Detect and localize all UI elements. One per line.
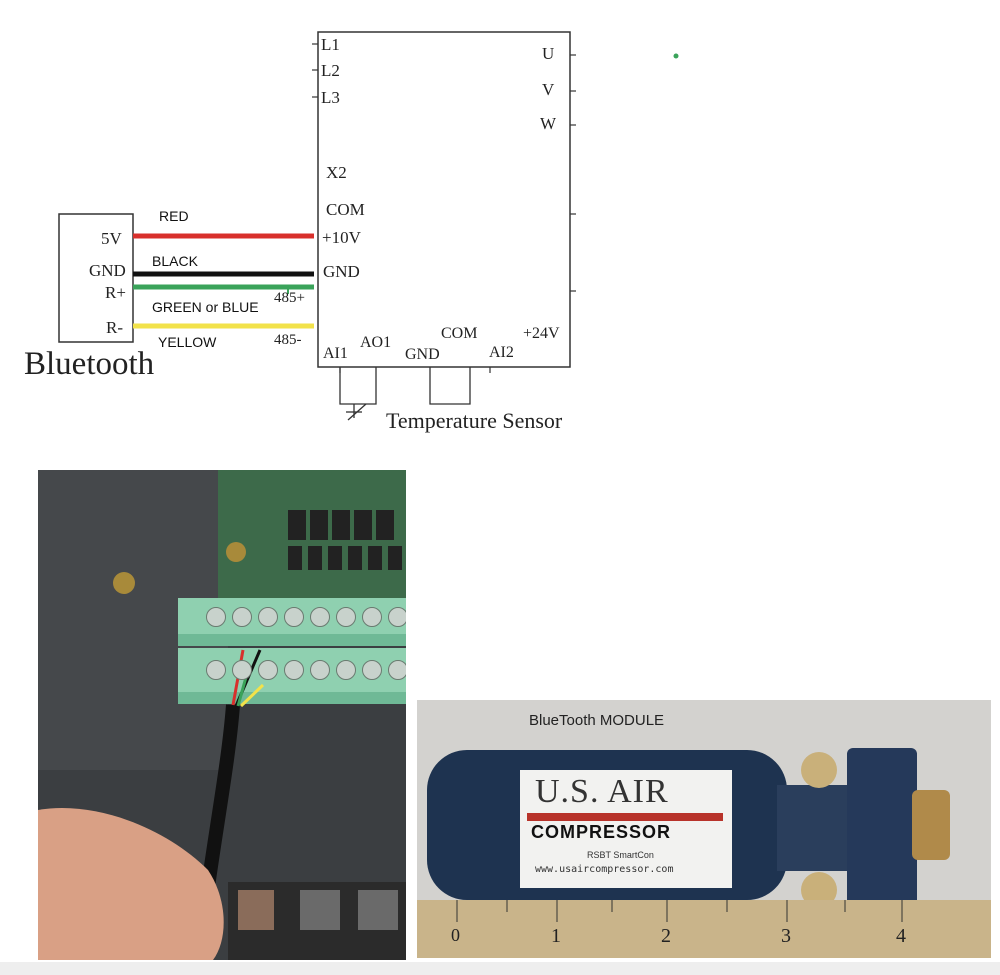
terminal-l2: L2 [321,61,340,80]
thermistor-symbol [346,403,367,421]
terminal-ai2: AI2 [489,344,514,361]
terminal-gnd: GND [323,262,360,281]
wire-label-yellow: YELLOW [158,334,217,350]
bt-pin-5v: 5V [101,229,122,248]
stray-dot [673,53,679,59]
bt-pin-r-minus: R- [106,318,123,337]
terminal-10v: +10V [322,228,361,247]
terminal-u: U [542,44,555,63]
terminal-v: V [542,80,555,99]
wire-label-red: RED [159,208,189,224]
drive-right-ticks [570,54,576,292]
ruler-number-3: 3 [781,925,791,947]
module-label-line4: www.usaircompressor.com [535,864,674,875]
wire-label-black: BLACK [152,253,198,269]
wire-label-green: GREEN or BLUE [152,299,259,315]
photo-bluetooth-module: BlueTooth MODULE U.S. AIR COMPRESSOR RSB… [417,700,991,958]
terminal-l1: L1 [321,35,340,54]
terminal-x2: X2 [326,163,347,182]
drive-box [317,31,571,368]
ruler-number-0: 0 [451,925,460,945]
drive-bottom-ticks [339,367,491,373]
bt-pin-r-plus: R+ [105,283,126,302]
photo-bluetooth-module-art [417,700,991,958]
terminal-ai1: AI1 [323,345,348,362]
terminal-w: W [540,114,557,133]
terminal-com-bottom: COM [441,325,478,342]
terminal-gnd-bottom: GND [405,346,440,363]
label-485-plus: 485+ [274,290,305,306]
bottom-strip [0,962,1000,975]
module-label-line1: U.S. AIR [535,773,669,810]
terminal-com: COM [326,200,365,219]
temperature-sensor-label: Temperature Sensor [386,408,563,433]
terminal-ao1: AO1 [360,334,392,351]
bluetooth-title: Bluetooth [24,346,155,382]
module-caption: BlueTooth MODULE [529,712,665,729]
temperature-sensor-wiring [339,367,471,405]
wiring-diagram [58,31,679,421]
drive-left-ticks [312,43,318,98]
module-label-line3: RSBT SmartCon [587,850,654,860]
ruler-number-2: 2 [661,925,671,947]
photo-terminal-wiring-art [38,470,406,960]
terminal-24v: +24V [523,325,560,342]
module-label-line2: COMPRESSOR [531,822,672,842]
bluetooth-box [58,213,134,343]
label-485-minus: 485- [274,332,302,348]
photo-terminal-wiring [38,470,406,960]
bt-pin-gnd: GND [89,261,126,280]
ruler-number-4: 4 [896,925,906,947]
ruler-number-1: 1 [551,925,561,947]
terminal-l3: L3 [321,88,340,107]
